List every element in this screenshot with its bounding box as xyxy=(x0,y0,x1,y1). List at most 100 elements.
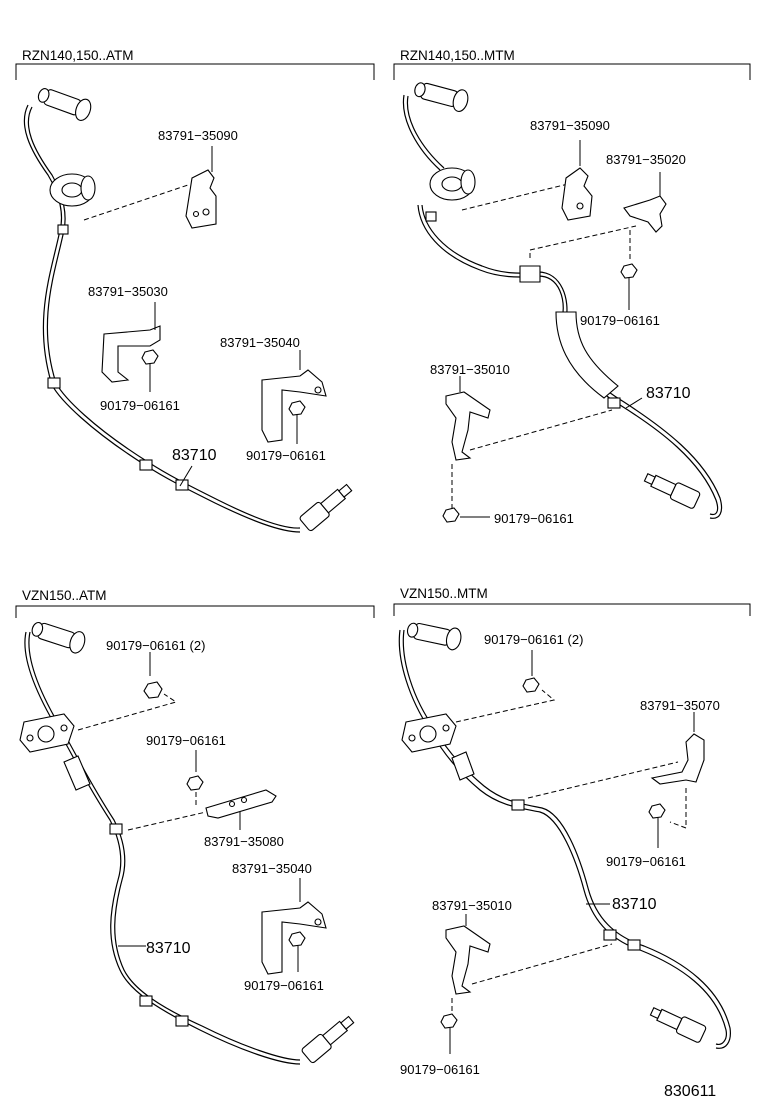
cable-clip xyxy=(139,995,153,1007)
bracket-83791-35010 xyxy=(445,925,491,995)
grommet-flange xyxy=(401,713,457,753)
leader-dash xyxy=(471,943,613,985)
section-bracket-line xyxy=(15,605,375,618)
sensor-connector xyxy=(643,473,701,509)
leader-dash xyxy=(127,811,207,831)
leader-dash xyxy=(83,184,189,221)
label-90179-06161: 90179−06161 xyxy=(244,978,324,993)
cable-clip xyxy=(175,1015,189,1027)
nut xyxy=(648,803,666,819)
nut xyxy=(143,681,163,699)
cable-clip xyxy=(109,823,123,835)
protector-tube xyxy=(63,755,91,791)
bracket-83791-35070 xyxy=(650,733,705,785)
cable-clip xyxy=(175,479,189,491)
label-83791-35010: 83791−35010 xyxy=(432,898,512,913)
figure-id: 830611 xyxy=(664,1083,716,1100)
nut xyxy=(141,349,159,365)
section-title: VZN150..MTM xyxy=(400,586,488,601)
label-83791-35040: 83791−35040 xyxy=(220,335,300,350)
cable-clip xyxy=(519,265,541,283)
section-title: VZN150..ATM xyxy=(22,588,107,603)
cable-clip xyxy=(139,459,153,471)
nut xyxy=(288,931,306,947)
sensor-head xyxy=(37,88,92,121)
label-83710: 83710 xyxy=(646,385,691,402)
nut xyxy=(440,1013,458,1029)
protector-tube xyxy=(555,311,619,399)
nut xyxy=(288,400,306,416)
grommet xyxy=(49,173,96,207)
sensor-head xyxy=(414,82,469,112)
label-90179-06161: 90179−06161 xyxy=(146,733,226,748)
section-bracket-line xyxy=(393,603,751,616)
cable-clip xyxy=(511,799,525,811)
leader-dash xyxy=(461,183,569,211)
leader-dash xyxy=(529,225,637,258)
label-90179-06161: 90179−06161 xyxy=(100,398,180,413)
section-title: RZN140,150..MTM xyxy=(400,48,515,63)
section-vzn-mtm: VZN150..MTM xyxy=(393,586,751,1077)
speed-sensor-cable xyxy=(23,88,353,533)
speed-sensor-cable xyxy=(19,621,355,1065)
cable-clip xyxy=(47,377,61,389)
section-rzn-mtm: RZN140,150..MTM xyxy=(393,48,751,526)
leader-dash xyxy=(455,689,556,723)
leader-dash xyxy=(469,409,613,451)
cable-clip xyxy=(603,929,617,941)
label-90179-06161: 90179−06161 xyxy=(400,1062,480,1077)
nut xyxy=(620,263,638,279)
sensor-connector xyxy=(301,1015,355,1064)
label-90179-06161-2: 90179−06161 (2) xyxy=(106,638,205,653)
section-vzn-atm: VZN150..ATM xyxy=(15,588,375,1065)
bracket-83791-35040 xyxy=(261,901,327,975)
label-83791-35020: 83791−35020 xyxy=(606,152,686,167)
leader-line xyxy=(625,397,643,409)
label-90179-06161-2: 90179−06161 (2) xyxy=(484,632,583,647)
cable-clip xyxy=(607,397,621,409)
sensor-connector xyxy=(649,1007,707,1043)
protector-tube xyxy=(451,751,475,781)
bracket-83791-35010 xyxy=(445,391,491,461)
label-90179-06161: 90179−06161 xyxy=(246,448,326,463)
label-90179-06161: 90179−06161 xyxy=(580,313,660,328)
label-83791-35040: 83791−35040 xyxy=(232,861,312,876)
grommet xyxy=(429,167,476,201)
label-83710: 83710 xyxy=(146,940,191,957)
label-83791-35010: 83791−35010 xyxy=(430,362,510,377)
nut xyxy=(442,507,460,523)
label-83791-35090: 83791−35090 xyxy=(158,128,238,143)
bracket-83791-35020 xyxy=(623,195,667,233)
label-90179-06161: 90179−06161 xyxy=(606,854,686,869)
sensor-connector xyxy=(299,483,353,532)
section-title: RZN140,150..ATM xyxy=(22,48,134,63)
sensor-head xyxy=(31,621,86,654)
speed-sensor-cable xyxy=(398,622,731,1049)
bracket-83791-35030 xyxy=(101,325,161,383)
cable-clip xyxy=(627,939,641,951)
grommet-flange xyxy=(19,713,75,753)
leader-line xyxy=(179,465,193,487)
section-bracket-line xyxy=(15,63,375,80)
bracket-83791-35090 xyxy=(185,169,217,229)
sensor-head xyxy=(406,622,462,651)
leader-dash xyxy=(527,761,679,799)
section-bracket-line xyxy=(393,63,751,80)
section-rzn-atm: RZN140,150..ATM xyxy=(15,48,375,533)
nut xyxy=(522,677,540,693)
label-83791-35090: 83791−35090 xyxy=(530,118,610,133)
bracket-83791-35040 xyxy=(261,369,327,443)
label-83791-35080: 83791−35080 xyxy=(204,834,284,849)
label-83791-35030: 83791−35030 xyxy=(88,284,168,299)
bracket-83791-35080 xyxy=(205,789,277,819)
leader-dash xyxy=(77,693,178,731)
label-83710: 83710 xyxy=(172,447,217,464)
label-90179-06161: 90179−06161 xyxy=(494,511,574,526)
label-83710: 83710 xyxy=(612,896,657,913)
cable-clip xyxy=(57,224,69,235)
bracket-83791-35090 xyxy=(561,167,593,221)
cable-clip xyxy=(425,211,437,222)
leader-dash xyxy=(669,788,687,829)
nut xyxy=(186,775,204,791)
